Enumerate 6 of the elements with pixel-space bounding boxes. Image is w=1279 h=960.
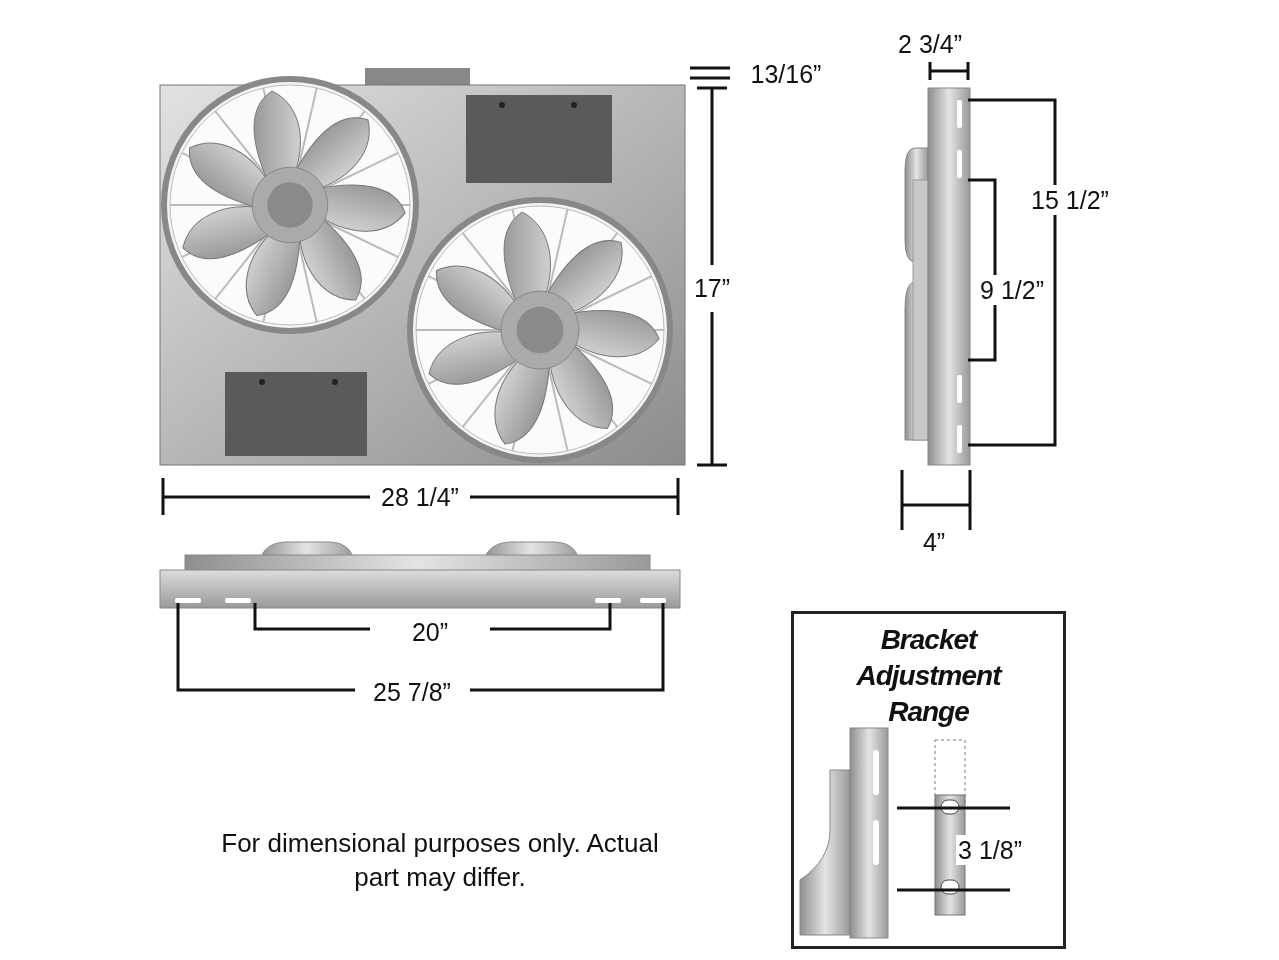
panel-heading: Bracket Adjustment Range — [855, 623, 1004, 729]
dimension-label: 15 1/2” — [1029, 185, 1111, 215]
detail-panel — [791, 611, 1066, 949]
note-text: For dimensional purposes only. Actual part may differ. — [220, 827, 660, 894]
dimension-label: 9 1/2” — [978, 275, 1046, 305]
dimension-label: 3 1/8” — [956, 835, 1024, 865]
